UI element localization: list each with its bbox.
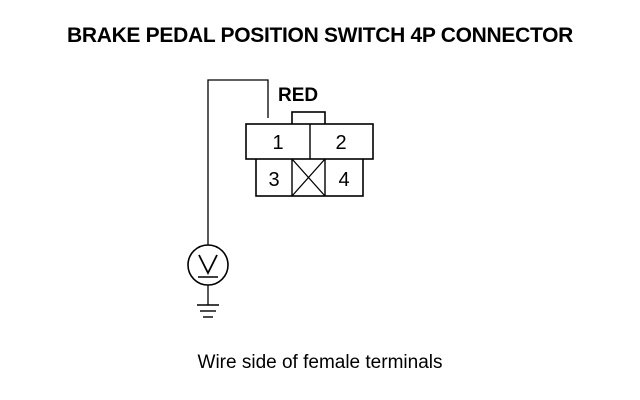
terminal-2-label: 2 — [335, 132, 346, 154]
voltmeter-v-icon — [198, 254, 218, 276]
voltmeter-circle — [187, 244, 229, 286]
diagram-title: BRAKE PEDAL POSITION SWITCH 4P CONNECTOR — [66, 24, 574, 47]
empty-cavity-x-icon — [291, 158, 326, 197]
probe-wire — [207, 79, 269, 245]
terminal-4-label: 4 — [338, 169, 349, 191]
terminal-1-label: 1 — [272, 132, 283, 154]
terminal-3-label: 3 — [268, 169, 279, 191]
connector-lock-tab — [291, 111, 326, 126]
connector-body — [245, 111, 374, 197]
ground-icon — [197, 285, 219, 318]
voltmeter — [187, 244, 229, 286]
connector-color-label: RED — [278, 85, 318, 106]
diagram-caption: Wire side of female terminals — [197, 352, 443, 373]
